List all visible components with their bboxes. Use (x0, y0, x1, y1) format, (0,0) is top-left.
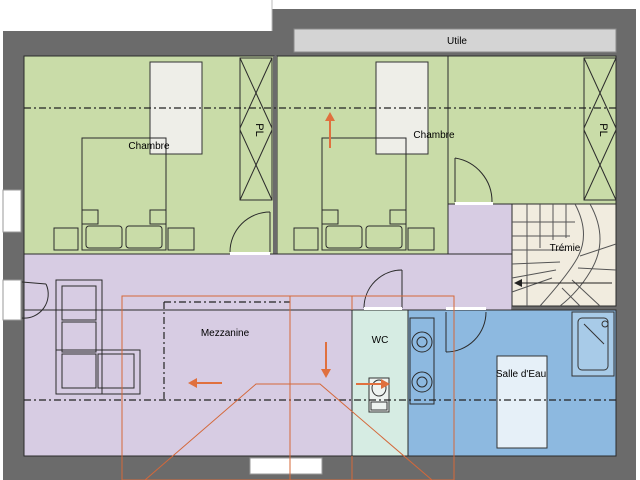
shower (571, 311, 615, 377)
label-salle-eau: Salle d'Eau (496, 369, 546, 380)
closet-right-label: PL (597, 123, 609, 136)
door-bedroom-right (454, 157, 493, 203)
arrow-up-bedroom (325, 112, 335, 148)
dashed-slope-lines (24, 107, 616, 401)
wc-sinks (409, 317, 435, 405)
roof-notch (0, 0, 272, 31)
label-wc: WC (372, 335, 389, 346)
label-chambre-right: Chambre (413, 130, 455, 141)
window-left-lower (2, 279, 22, 321)
stairs-area (511, 203, 617, 307)
arrow-right-wc (356, 379, 390, 389)
hall-area (23, 253, 513, 311)
bed-left-double (53, 137, 195, 251)
door-bedroom-right-gap (455, 202, 493, 205)
door-hall-left (21, 281, 49, 319)
closet-left-label: PL (253, 123, 265, 136)
bedroom-right-extension (447, 55, 617, 205)
bathtub (496, 355, 548, 449)
door-bathroom-gap (446, 307, 486, 310)
door-bedroom-left (229, 211, 271, 253)
bath-wall-top (512, 306, 616, 310)
utile-label: Utile (447, 36, 467, 47)
bedroom-left-area (23, 55, 275, 255)
mezzanine-outline (121, 295, 455, 480)
hall-landing (447, 203, 513, 255)
bedroom-partition (273, 56, 277, 254)
door-wc-gap (364, 307, 402, 310)
door-bathroom (445, 311, 487, 353)
sofa (55, 279, 141, 395)
bed-right-double (293, 137, 435, 251)
arrow-left-mezzanine (188, 378, 222, 388)
closet-right (583, 57, 617, 201)
label-tremie: Trémie (550, 243, 581, 254)
closet-left (239, 57, 273, 201)
stair-direction-arrow (514, 279, 612, 287)
stair-treads (511, 203, 617, 307)
arrow-down-mezzanine (321, 342, 331, 378)
door-wc (363, 269, 403, 309)
utile-strip (293, 28, 617, 53)
door-bedroom-left-gap (230, 252, 270, 255)
window-bottom (249, 457, 323, 475)
label-mezzanine: Mezzanine (201, 328, 250, 339)
window-left-upper (2, 189, 22, 233)
label-chambre-left: Chambre (128, 141, 170, 152)
